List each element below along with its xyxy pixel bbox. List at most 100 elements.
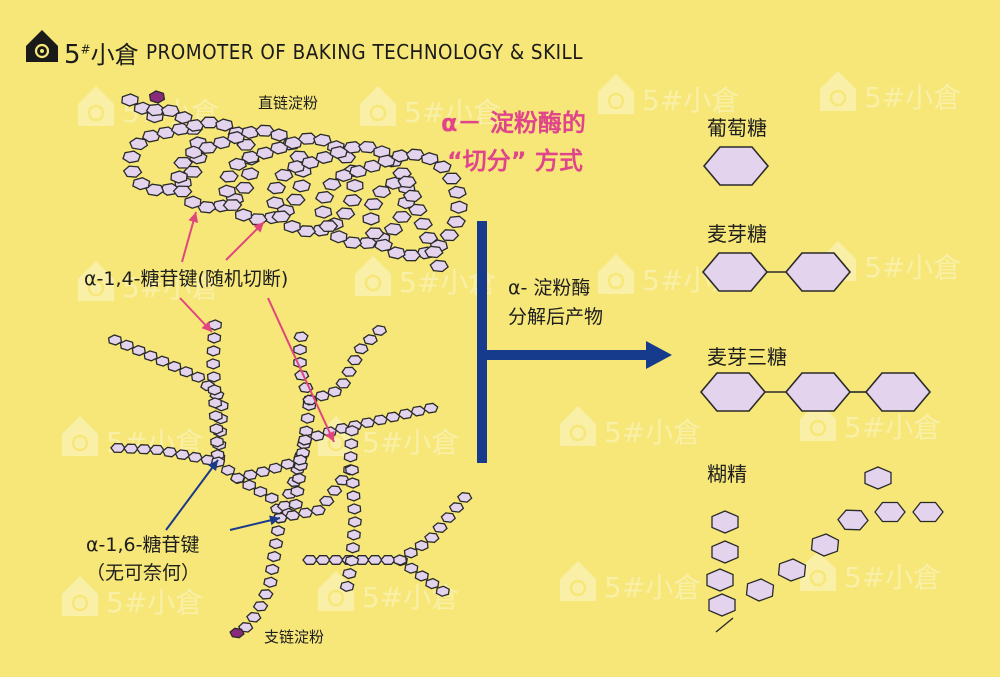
glucose-unit <box>344 555 360 567</box>
glucose-unit <box>435 585 450 597</box>
glucose-unit <box>374 238 393 252</box>
glucose-unit <box>380 555 396 565</box>
glucose-unit <box>345 542 360 554</box>
watermark: 5#小倉 <box>78 261 219 304</box>
alpha-1-4-arrow-head <box>253 222 264 233</box>
glucose-unit <box>377 154 396 168</box>
glucose-unit <box>241 150 261 164</box>
glucose-unit <box>313 133 332 147</box>
glucose-unit <box>226 131 246 145</box>
glucose-unit <box>353 343 369 355</box>
glucose-unit <box>383 222 404 236</box>
glucose-unit <box>132 177 151 191</box>
glucose-unit <box>292 179 311 193</box>
amylose-label: 直链淀粉 <box>258 94 319 112</box>
glucose-unit <box>285 510 301 521</box>
brand-tagline: PROMOTER OF BAKING TECHNOLOGY & SKILL <box>146 40 583 64</box>
glucose-unit <box>187 451 203 463</box>
glucose-unit <box>230 472 246 484</box>
glucose-unit <box>420 152 439 166</box>
glucose-unit <box>173 156 193 169</box>
glucose-unit <box>267 462 283 474</box>
watermark: 5#小倉 <box>820 71 961 114</box>
glucose-unit <box>246 611 262 623</box>
glucose-unit <box>162 446 178 458</box>
alpha-1-6-arrow-head <box>269 515 280 526</box>
glucose-unit <box>136 444 152 455</box>
glucose-unit <box>297 434 313 446</box>
title-line-2: “切分” 方式 <box>447 147 583 175</box>
glucose-unit <box>266 196 285 210</box>
glucose-unit <box>362 212 380 226</box>
glucose-unit <box>107 334 123 346</box>
glucose-unit <box>424 245 444 259</box>
glucose-unit <box>363 159 382 173</box>
glucose-unit <box>346 490 361 502</box>
glucose-unit <box>121 93 139 107</box>
glucose-unit <box>280 458 296 470</box>
dextrin-unit <box>777 558 807 582</box>
glucose-unit <box>432 522 448 533</box>
glucose-unit <box>268 538 284 550</box>
glucose-unit <box>329 145 348 159</box>
watermark-text: 5#小倉 <box>106 586 203 619</box>
glucose-unit <box>343 141 363 154</box>
glucose-unit <box>240 125 260 140</box>
dextrin-unit <box>711 510 739 534</box>
glucose-unit <box>155 355 170 367</box>
glucose-unit <box>288 498 303 511</box>
glucose-unit <box>339 580 355 592</box>
glucose-unit <box>404 562 419 574</box>
glucose-unit-large <box>702 146 770 186</box>
logo-icon <box>26 30 58 62</box>
products-panel <box>699 146 944 633</box>
glucose-unit <box>335 207 356 220</box>
glucose-unit <box>418 231 439 245</box>
glucose-unit <box>293 331 309 343</box>
glucose-unit <box>439 229 460 242</box>
glucose-unit <box>414 570 429 582</box>
alpha-1-4-arrow <box>267 297 335 443</box>
glucose-unit <box>440 512 457 523</box>
glucose-unit <box>345 425 359 437</box>
glucose-unit <box>198 141 218 154</box>
glucose-unit <box>145 103 166 117</box>
watermark: 5#小倉 <box>318 416 459 459</box>
glucose-unit <box>266 181 287 195</box>
alpha-1-6-arrow <box>165 459 219 531</box>
glucose-unit <box>129 137 149 151</box>
glucose-unit <box>167 360 182 373</box>
glucose-unit <box>247 213 268 226</box>
glucose-unit <box>364 227 385 240</box>
glucose-unit <box>179 366 194 378</box>
glucose-unit <box>145 183 165 197</box>
glucose-unit <box>392 210 412 223</box>
glucose-unit <box>258 589 274 600</box>
glucose-unit <box>347 503 362 515</box>
glucose-unit <box>335 378 352 389</box>
glucose-unit <box>328 555 344 565</box>
glucose-unit <box>398 408 414 420</box>
product-glucose-label: 葡萄糖 <box>707 116 767 140</box>
glucose-unit <box>341 366 357 377</box>
glucose-unit <box>143 350 158 362</box>
alpha-1-6-bond-label: α-1,6-糖苷键 <box>86 534 200 556</box>
amylose-chain-end <box>148 90 166 104</box>
watermark: 5#小倉 <box>360 86 501 129</box>
glucose-unit <box>222 199 243 212</box>
maltotriose-unit-large <box>699 372 767 412</box>
glucose-unit <box>326 485 343 496</box>
glucose-unit <box>425 577 440 590</box>
big-arrow <box>477 221 672 463</box>
glucose-unit <box>297 507 314 519</box>
title-line-1: α－ 淀粉酶的 <box>441 109 586 137</box>
glucose-unit <box>156 126 176 140</box>
glucose-unit <box>184 195 202 209</box>
glucose-unit <box>234 181 255 194</box>
glucose-unit <box>170 170 188 184</box>
glucose-unit <box>271 210 291 223</box>
watermark: 5#小倉 <box>598 74 739 117</box>
glucose-unit <box>393 554 407 566</box>
dextrin-unit <box>706 568 734 592</box>
